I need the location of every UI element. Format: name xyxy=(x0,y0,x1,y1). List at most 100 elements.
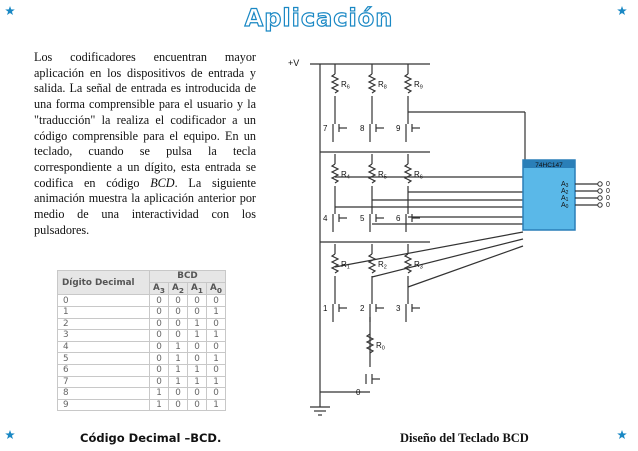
bcd-bit-cell: 1 xyxy=(187,317,207,331)
bcd-bit-cell: 1 xyxy=(168,363,188,377)
bcd-bit-cell: 1 xyxy=(168,352,188,365)
resistor-switch-cell xyxy=(403,154,420,232)
chip-out-a2: A2 xyxy=(561,188,569,196)
bcd-bit-cell: 1 xyxy=(168,340,188,354)
resistor-icon xyxy=(367,163,377,184)
bcd-bit-cell: 1 xyxy=(187,375,207,389)
resistor-icon xyxy=(330,163,340,184)
bcd-bit-cell: 0 xyxy=(168,398,188,412)
decimal-digit-cell: 8 xyxy=(57,387,150,400)
resistor-icon xyxy=(403,163,413,184)
bcd-bit-cell: 1 xyxy=(206,375,226,389)
bcd-bit-cell: 1 xyxy=(206,352,226,365)
output-value: 0 xyxy=(606,188,610,195)
header-bit-a1: A1 xyxy=(187,281,207,296)
bcd-bit-cell: 0 xyxy=(168,305,188,319)
bcd-bit-cell: 0 xyxy=(168,329,188,342)
resistor-icon xyxy=(367,73,377,94)
bcd-bit-cell: 0 xyxy=(149,294,169,307)
resistor-switch-cell xyxy=(330,64,347,142)
chip-out-a3: A3 xyxy=(561,181,569,189)
supply-label: +V xyxy=(288,58,299,68)
header-bit-a0: A0 xyxy=(206,281,226,296)
decimal-digit-cell: 7 xyxy=(57,375,150,389)
bcd-bit-cell: 1 xyxy=(206,305,226,319)
bcd-bit-cell: 0 xyxy=(206,317,226,331)
resistor-switch-cell xyxy=(367,64,384,142)
output-value: 0 xyxy=(606,195,610,202)
bcd-bit-cell: 1 xyxy=(149,398,169,412)
decimal-digit-cell: 6 xyxy=(57,363,150,377)
resistor-label: R1 xyxy=(341,260,350,271)
output-led-icon xyxy=(597,181,603,187)
bcd-bit-cell: 0 xyxy=(149,305,169,319)
bcd-bit-cell: 0 xyxy=(206,363,226,377)
resistor-label: R6 xyxy=(341,80,350,91)
switch-label: 5 xyxy=(360,214,365,223)
resistor-label: R3 xyxy=(414,260,423,271)
bcd-bit-cell: 0 xyxy=(168,294,188,307)
decimal-digit-cell: 2 xyxy=(57,317,150,331)
resistor-icon xyxy=(330,73,340,94)
resistor-label: R9 xyxy=(414,80,423,91)
resistor-switch-cell xyxy=(403,64,420,142)
bcd-bit-cell: 0 xyxy=(168,387,188,400)
resistor-label: R5 xyxy=(378,170,387,181)
star-icon xyxy=(617,430,627,439)
resistor-switch-cell xyxy=(330,154,347,232)
bcd-bit-cell: 0 xyxy=(149,352,169,365)
switch-label: 0 xyxy=(356,388,361,397)
header-bit-a3: A3 xyxy=(149,281,169,296)
resistor-icon xyxy=(403,253,413,274)
output-value: 0 xyxy=(606,202,610,209)
switch-label: 6 xyxy=(396,214,401,223)
resistor-label: R6 xyxy=(414,170,423,181)
slide-title: Aplicación xyxy=(244,3,394,32)
chip-out-a0: A0 xyxy=(561,202,569,210)
header-bcd: BCD xyxy=(149,270,226,283)
bcd-emphasis: BCD xyxy=(150,175,175,190)
resistor-switch-cell xyxy=(367,244,384,322)
bcd-bit-cell: 0 xyxy=(168,317,188,331)
bcd-bit-cell: 0 xyxy=(187,294,207,307)
switch-label: 2 xyxy=(360,304,365,313)
bcd-bit-cell: 1 xyxy=(187,363,207,377)
output-led-icon xyxy=(597,188,603,194)
bcd-bit-cell: 0 xyxy=(187,387,207,400)
output-led-icon xyxy=(597,195,603,201)
resistor-icon xyxy=(403,73,413,94)
switch-label: 9 xyxy=(396,124,401,133)
resistor-switch-cell xyxy=(330,244,347,322)
chip-label: 74HC147 xyxy=(535,162,563,169)
decimal-digit-cell: 4 xyxy=(57,340,150,354)
switch-label: 1 xyxy=(323,304,328,313)
decimal-digit-cell: 0 xyxy=(57,294,150,307)
bcd-bit-cell: 1 xyxy=(168,375,188,389)
resistor-label: R8 xyxy=(378,80,387,91)
caption-keyboard-design: Diseño del Teclado BCD xyxy=(400,431,529,445)
star-icon xyxy=(5,6,15,15)
encoder-chip xyxy=(522,159,576,231)
switch-label: 4 xyxy=(323,214,328,223)
star-icon xyxy=(617,6,627,15)
resistor-label: R4 xyxy=(341,170,350,181)
bcd-bit-cell: 0 xyxy=(149,375,169,389)
body-paragraph: Los codificadores encuentran mayor aplic… xyxy=(34,50,256,237)
header-bit-a2: A2 xyxy=(168,281,188,296)
bcd-bit-cell: 0 xyxy=(187,352,207,365)
caption-bcd-code: Código Decimal –BCD. xyxy=(80,431,222,445)
resistor-switch-cell xyxy=(403,244,420,322)
chip-out-a1: A1 xyxy=(561,195,569,203)
